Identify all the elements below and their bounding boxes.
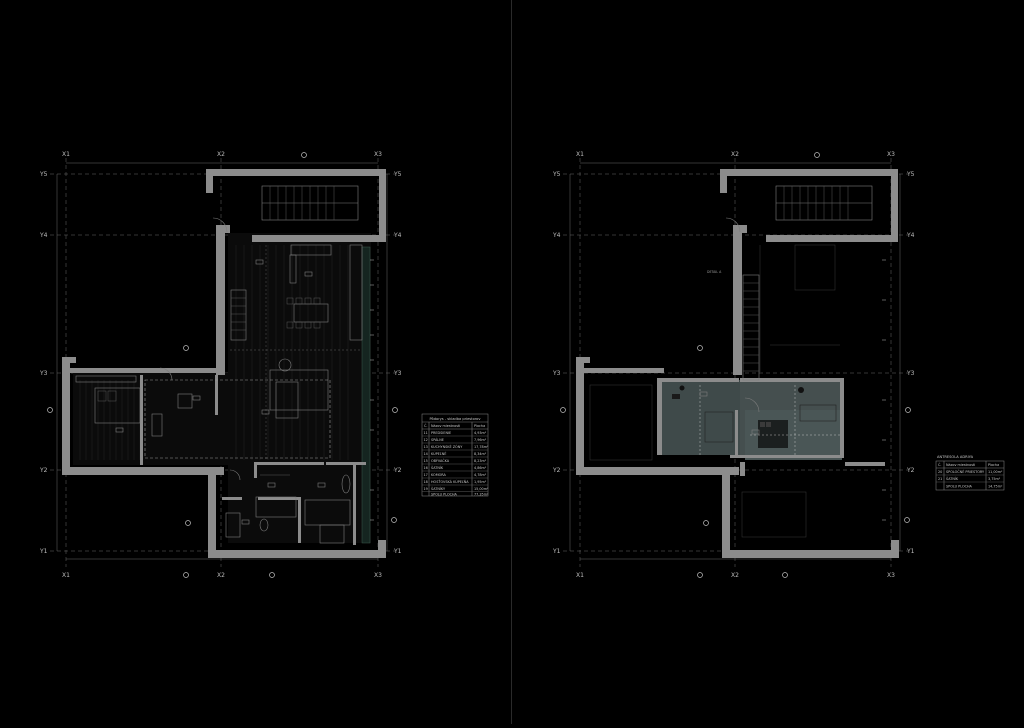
axis-label-x3-bottom: X3 bbox=[374, 572, 382, 579]
detail-label: DETAIL A bbox=[707, 270, 722, 274]
left-legend-row-9-no: 19 bbox=[424, 487, 428, 491]
left-legend-row-3-area: 17,78m² bbox=[474, 445, 489, 449]
left-room-tags bbox=[115, 259, 326, 525]
right-legend-row-1-no: 20 bbox=[938, 470, 942, 474]
left-legend-row-2-area: 7,96m² bbox=[474, 438, 487, 442]
left-walls bbox=[62, 169, 386, 558]
left-legend-row-total-name: SPOLU PLOCHA bbox=[431, 493, 458, 497]
right-legend-header-name: Názov miestnosti bbox=[946, 463, 975, 467]
right-outlines-below bbox=[589, 244, 840, 538]
left-legend-title: Pôdorys - skladba priestorov bbox=[429, 417, 481, 421]
axis-label-x1-bottom: X1 bbox=[62, 572, 70, 579]
axis-label-y2-left: Y2 bbox=[39, 467, 48, 474]
left-legend-row-8-name: HOSŤOVSKÁ KÚPEĽŇA bbox=[431, 479, 469, 484]
left-legend-row-6-no: 16 bbox=[424, 466, 428, 470]
axis-label-y3-right-right-plan: Y3 bbox=[906, 370, 915, 377]
left-stairs bbox=[230, 185, 359, 341]
right-legend-row-total-area: 14,75m² bbox=[988, 485, 1003, 489]
left-legend-row-6-name: ŠATNÍK bbox=[431, 465, 444, 470]
right-legend-title: ANTRESOLA ADRIYA bbox=[937, 455, 974, 459]
right-legend-table: ANTRESOLA ADRIYA Č. Názov miestnosti Plo… bbox=[935, 455, 1005, 491]
right-legend-header-no: Č. bbox=[938, 462, 941, 467]
left-legend-row-8-area: 1,95m² bbox=[474, 480, 487, 484]
left-legend-row-4-name: KÚPEĽNÉ bbox=[431, 451, 446, 456]
left-legend-row-2-no: 12 bbox=[424, 438, 428, 442]
axis-label-y3-left-right-plan: Y3 bbox=[552, 370, 561, 377]
axis-label-y5-right: Y5 bbox=[393, 171, 402, 178]
axis-label-y4-right-right-plan: Y4 bbox=[906, 232, 915, 239]
axis-label-y3-left: Y3 bbox=[39, 370, 48, 377]
left-legend-row-8-no: 18 bbox=[424, 480, 428, 484]
left-legend-header-area: Plocha bbox=[474, 424, 485, 428]
left-axis-labels: X1 X2 X3 X1 X2 X3 Y5 Y4 Y3 Y2 Y1 Y5 Y4 Y… bbox=[39, 151, 402, 579]
axis-label-y4-left: Y4 bbox=[39, 232, 48, 239]
axis-label-y1-left: Y1 bbox=[39, 548, 48, 555]
axis-label-y4-left-right-plan: Y4 bbox=[552, 232, 561, 239]
left-legend-row-9-area: 15,00m² bbox=[474, 487, 489, 491]
left-floor-plan: X1 X2 X3 X1 X2 X3 Y5 Y4 Y3 Y2 Y1 Y5 Y4 Y… bbox=[39, 151, 489, 579]
right-walls bbox=[576, 169, 899, 558]
axis-label-x3-bottom-right-plan: X3 bbox=[887, 572, 895, 579]
axis-label-y2-left-right-plan: Y2 bbox=[552, 467, 561, 474]
left-legend-row-3-no: 13 bbox=[424, 445, 428, 449]
left-legend-row-total-area: 77,35m² bbox=[474, 493, 489, 497]
right-legend-header-area: Plocha bbox=[988, 463, 999, 467]
left-legend-row-5-no: 15 bbox=[424, 459, 428, 463]
axis-label-y5-right-right-plan: Y5 bbox=[906, 171, 915, 178]
left-legend-row-1-name: PREDSIENIE bbox=[431, 431, 451, 435]
right-axis-labels: X1 X2 X3 X1 X2 X3 Y5 Y4 Y3 Y2 Y1 Y5 Y4 Y… bbox=[552, 151, 915, 579]
left-legend-header-name: Názov miestnosti bbox=[431, 424, 460, 428]
axis-label-x2-bottom-right-plan: X2 bbox=[731, 572, 739, 579]
left-legend-table: Pôdorys - skladba priestorov Č. Názov mi… bbox=[421, 413, 489, 497]
left-legend-row-5-name: OBÝVAČKA bbox=[431, 458, 450, 463]
axis-label-y1-right: Y1 bbox=[393, 548, 402, 555]
right-stairs bbox=[742, 185, 873, 381]
right-legend-row-2-area: 3,75m² bbox=[988, 477, 1001, 481]
left-legend-row-7-name: KOMORA bbox=[431, 473, 447, 477]
axis-label-x1-bottom-right-plan: X1 bbox=[576, 572, 584, 579]
axis-label-y3-right: Y3 bbox=[393, 370, 402, 377]
axis-label-x2-top: X2 bbox=[217, 151, 225, 158]
left-legend-row-7-area: 4,78m² bbox=[474, 473, 487, 477]
right-facade-ticks bbox=[882, 259, 886, 521]
left-legend-row-3-name: KUCHYNSKÉ ZÓNY bbox=[431, 444, 463, 449]
right-legend-row-1-name: SPOLOČNÉ PRIESTORY bbox=[946, 469, 985, 474]
left-legend-row-1-area: 4,93m² bbox=[474, 431, 487, 435]
right-floor-plan: X1 X2 X3 X1 X2 X3 Y5 Y4 Y3 Y2 Y1 Y5 Y4 Y… bbox=[552, 151, 1005, 579]
left-legend-row-9-name: ŠATNÍKY bbox=[431, 486, 446, 491]
left-legend-row-6-area: 4,86m² bbox=[474, 466, 487, 470]
axis-label-y4-right: Y4 bbox=[393, 232, 402, 239]
right-legend-row-2-no: 21 bbox=[938, 477, 942, 481]
left-section-markers bbox=[47, 152, 398, 578]
right-mezzanine-furniture bbox=[672, 385, 840, 455]
left-facade-ticks bbox=[370, 259, 374, 521]
axis-label-y5-left-right-plan: Y5 bbox=[552, 171, 561, 178]
left-legend-row-7-no: 17 bbox=[424, 473, 428, 477]
right-legend-row-1-area: 11,00m² bbox=[988, 470, 1003, 474]
axis-label-y1-left-right-plan: Y1 bbox=[552, 548, 561, 555]
axis-label-y5-left: Y5 bbox=[39, 171, 48, 178]
axis-label-y2-right: Y2 bbox=[393, 467, 402, 474]
right-legend-row-2-name: ŠATNÍK bbox=[946, 476, 959, 481]
axis-label-x3-top-right-plan: X3 bbox=[887, 151, 895, 158]
axis-label-x2-top-right-plan: X2 bbox=[731, 151, 739, 158]
left-legend-row-1-no: 11 bbox=[424, 431, 428, 435]
axis-label-y1-right-right-plan: Y1 bbox=[906, 548, 915, 555]
left-legend-row-4-area: 8,34m² bbox=[474, 452, 487, 456]
left-legend-row-2-name: SPÁLNE bbox=[431, 437, 444, 442]
left-furniture bbox=[75, 244, 363, 544]
axis-label-x1-top-right-plan: X1 bbox=[576, 151, 584, 158]
axis-label-x3-top: X3 bbox=[374, 151, 382, 158]
axis-label-x1-top: X1 bbox=[62, 151, 70, 158]
right-legend-row-total-name: SPOLU PLOCHA bbox=[946, 485, 973, 489]
axis-label-y2-right-right-plan: Y2 bbox=[906, 467, 915, 474]
left-legend-row-5-area: 8,23m² bbox=[474, 459, 487, 463]
left-legend-header-no: Č. bbox=[424, 423, 427, 428]
axis-label-x2-bottom: X2 bbox=[217, 572, 225, 579]
left-legend-row-4-no: 14 bbox=[424, 452, 428, 456]
right-section-markers bbox=[560, 152, 911, 578]
